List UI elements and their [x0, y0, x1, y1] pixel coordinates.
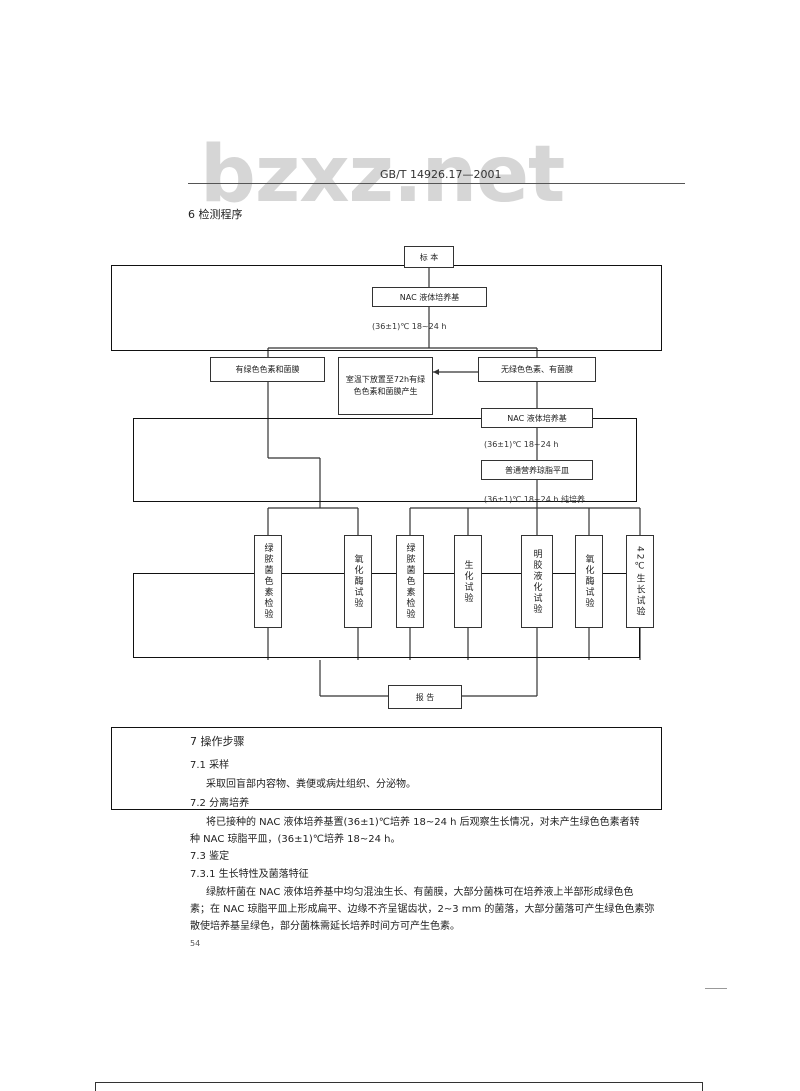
section-7-2-text-2: 种 NAC 琼脂平皿，(36±1)℃培养 18~24 h。: [190, 834, 401, 845]
header-rule: [188, 183, 685, 184]
section-7-2-title: 7.2 分离培养: [190, 798, 250, 809]
section-7-title: 7 操作步骤: [190, 735, 245, 748]
test-box-3: 绿脓菌色素检验: [396, 535, 424, 628]
test-box-4: 生化试验: [454, 535, 482, 628]
test-box-2: 氧化酶试验: [344, 535, 372, 628]
nac-broth-box-1: NAC 液体培养基: [372, 287, 487, 307]
test-label-1: 绿脓菌色素检验: [262, 543, 273, 620]
test-label-7: 42℃生长试验: [634, 545, 645, 618]
test-label-2: 氧化酶试验: [352, 554, 363, 609]
no-green-box: 无绿色色素、有菌膜: [478, 357, 596, 382]
frame-middle: [133, 418, 637, 502]
frame-top: [111, 265, 662, 351]
green-pellicle-box: 有绿色色素和菌膜: [210, 357, 325, 382]
test-box-5: 明胶液化试验: [521, 535, 553, 628]
test-box-1: 绿脓菌色素检验: [254, 535, 282, 628]
condition-3: (36±1)℃ 18~24 h 纯培养: [484, 495, 585, 504]
bottom-frame: [95, 1082, 703, 1091]
section-7-3-title: 7.3 鉴定: [190, 851, 230, 862]
section-7-3-1-text-1: 绿脓杆菌在 NAC 液体培养基中均匀混浊生长、有菌膜，大部分菌株可在培养液上半部…: [206, 887, 634, 898]
room-temperature-box: 室温下放置至72h有绿色色素和菌膜产生: [338, 357, 433, 415]
test-label-3: 绿脓菌色素检验: [404, 543, 415, 620]
frame-section-7: [111, 727, 662, 810]
section-6-title: 6 检测程序: [188, 208, 243, 221]
section-7-3-1-title: 7.3.1 生长特性及菌落特征: [190, 869, 309, 880]
section-7-1-title: 7.1 采样: [190, 760, 230, 771]
margin-mark: [705, 988, 727, 989]
test-box-6: 氧化酶试验: [575, 535, 603, 628]
section-7-2-text-1: 将已接种的 NAC 液体培养基置(36±1)℃培养 18~24 h 后观察生长情…: [206, 817, 640, 828]
condition-2: (36±1)℃ 18~24 h: [484, 440, 559, 449]
nutrient-agar-plate-box: 普通营养琼脂平皿: [481, 460, 593, 480]
section-7-1-text: 采取回盲部内容物、粪便或病灶组织、分泌物。: [206, 779, 416, 790]
section-7-3-1-text-2: 素；在 NAC 琼脂平皿上形成扁平、边缘不齐呈锯齿状，2~3 mm 的菌落，大部…: [190, 904, 655, 915]
test-label-4: 生化试验: [462, 559, 473, 604]
test-label-6: 氧化酶试验: [583, 554, 594, 609]
section-7-3-1-text-3: 散使培养基呈绿色，部分菌株需延长培养时间方可产生色素。: [190, 921, 460, 932]
sample-box: 标 本: [404, 246, 454, 268]
test-label-5: 明胶液化试验: [531, 548, 542, 615]
nac-broth-box-2: NAC 液体培养基: [481, 408, 593, 428]
report-box: 报 告: [388, 685, 462, 709]
condition-1: (36±1)℃ 18~24 h: [372, 322, 447, 331]
watermark: bzxz.net: [200, 130, 565, 220]
standard-code: GB/T 14926.17—2001: [380, 168, 502, 181]
frame-bottom: [133, 573, 640, 658]
page-number: 54: [190, 939, 201, 948]
test-box-7: 42℃生长试验: [626, 535, 654, 628]
